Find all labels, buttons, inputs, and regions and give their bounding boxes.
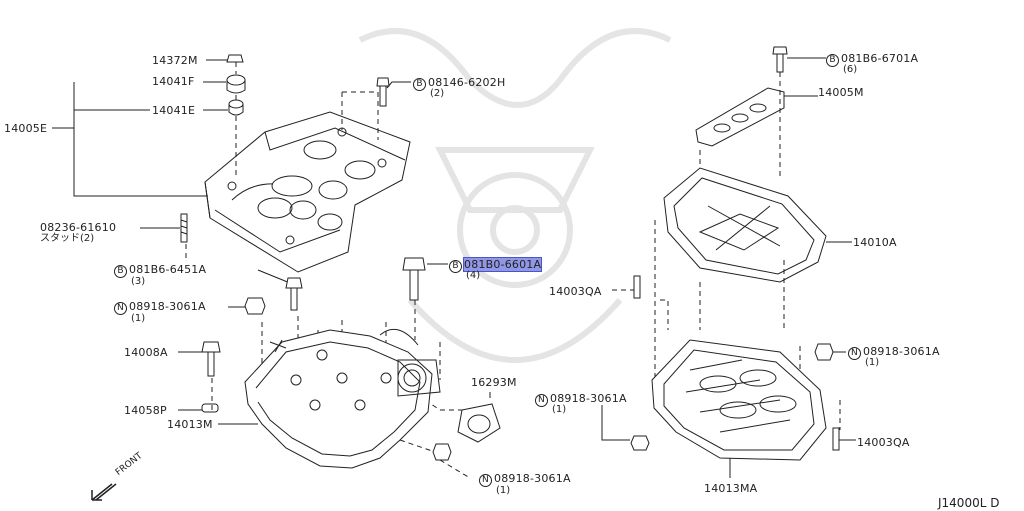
part-label-14041F[interactable]: 14041F (152, 75, 195, 88)
part-number: 08918-3061A (129, 300, 206, 313)
engine-cover-14005E (204, 111, 411, 273)
bolt-marker-icon: B (114, 265, 127, 278)
nut-marker-icon: N (535, 394, 548, 407)
bolt-081B6-6451A (285, 277, 303, 311)
bolt-marker-icon: B (413, 78, 426, 91)
part-label-14041E[interactable]: 14041E (152, 104, 196, 117)
part-label-14003QA-b[interactable]: 14003QA (857, 436, 910, 449)
part-qty: (1) (496, 485, 511, 496)
part-label-14372M[interactable]: 14372M (152, 54, 198, 67)
part-label-14010A[interactable]: 14010A (853, 236, 897, 249)
part-label-14005E[interactable]: 14005E (4, 122, 48, 135)
diagram-code: J14000L D (938, 496, 1000, 510)
collector-gasket-14005M (695, 87, 818, 147)
part-number: 08918-3061A (550, 392, 627, 405)
bolt-14008A (201, 341, 221, 377)
intake-manifold-14013M (244, 328, 441, 469)
part-number: 081B6-6451A (129, 263, 207, 276)
gasket-16293M (457, 403, 501, 443)
part-qty: (6) (843, 64, 858, 75)
bolt-081B0-6601A (402, 257, 448, 301)
manifold-gasket-14010A (663, 167, 852, 283)
cover-bushing-parts (226, 54, 246, 178)
part-label-14003QA-a[interactable]: 14003QA (549, 285, 602, 298)
part-qty: (1) (131, 313, 146, 324)
part-qty: (1) (552, 404, 567, 415)
part-qty: (3) (131, 276, 146, 287)
part-label-16293M[interactable]: 16293M (471, 376, 517, 389)
lower-manifold-14013MA (651, 339, 827, 478)
bolt-marker-icon: B (449, 260, 462, 273)
nut-marker-icon: N (848, 347, 861, 360)
nut-08918-a (244, 297, 266, 315)
leader-lines-left (52, 59, 411, 425)
part-qty: (2) (430, 88, 445, 99)
nut-marker-icon: N (479, 474, 492, 487)
part-label-14013MA[interactable]: 14013MA (704, 482, 758, 495)
part-number: 08146-6202H (428, 76, 506, 89)
part-label-14005M[interactable]: 14005M (818, 86, 864, 99)
stud-08236 (180, 213, 188, 243)
part-number: 081B6-6701A (841, 52, 919, 65)
stud-14003QA-a (633, 275, 641, 299)
bolt-marker-icon: B (826, 54, 839, 67)
part-label-08236-61610[interactable]: 08236-61610 (40, 221, 117, 234)
nut-08918-b (630, 435, 650, 451)
watermark-logo (358, 28, 672, 363)
front-arrow-icon (91, 483, 117, 501)
nut-marker-icon: N (114, 302, 127, 315)
bolt-081B6-6701A (772, 46, 826, 73)
part-number-highlighted: 081B0-6601A (462, 257, 543, 272)
part-label-14058P[interactable]: 14058P (124, 404, 167, 417)
part-label-14013M[interactable]: 14013M (167, 418, 213, 431)
nut-08918-d (814, 343, 846, 361)
bolt-08146-6202H (376, 77, 390, 107)
stud-14003QA-b (832, 427, 856, 451)
part-qty: (4) (466, 270, 481, 281)
pin-14058P (201, 403, 219, 413)
nut-08918-c (432, 443, 452, 461)
part-sub-08236: スタッド(2) (40, 233, 95, 244)
part-number: 08918-3061A (863, 345, 940, 358)
part-qty: (1) (865, 357, 880, 368)
part-number: 08918-3061A (494, 472, 571, 485)
part-label-14008A[interactable]: 14008A (124, 346, 168, 359)
